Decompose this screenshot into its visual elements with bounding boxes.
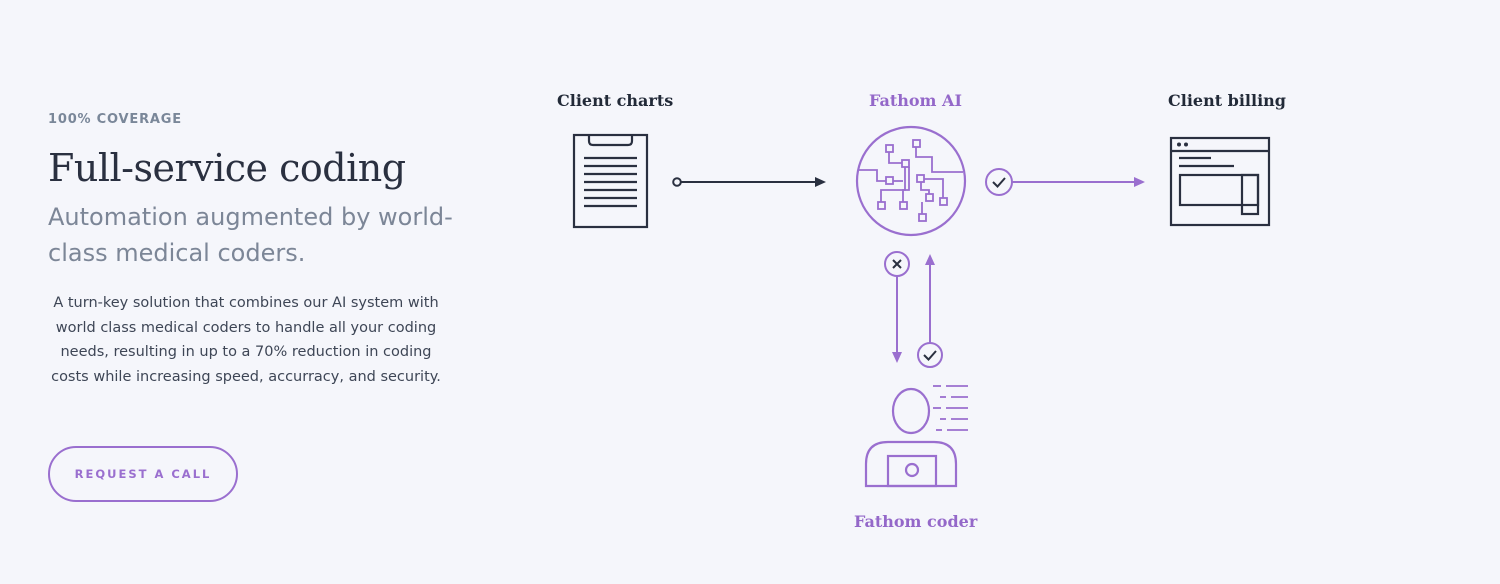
- fathom-ai-label: Fathom AI: [869, 91, 962, 110]
- browser-window-icon: [1169, 136, 1271, 227]
- coder-person-icon: [864, 385, 968, 488]
- reject-icon: [884, 251, 910, 277]
- client-charts-label: Client charts: [557, 91, 674, 110]
- page-title: Full-service coding: [48, 146, 406, 190]
- eyebrow-label: 100% COVERAGE: [48, 112, 182, 127]
- description: A turn-key solution that combines our AI…: [51, 295, 441, 385]
- fathom-coder-label: Fathom coder: [854, 512, 978, 531]
- clipboard-icon: [572, 133, 649, 229]
- arrow-charts-to-ai: [672, 177, 826, 187]
- arrow-ai-to-coder: [892, 276, 902, 363]
- check-icon: [985, 168, 1013, 196]
- ai-circuit-icon: [855, 125, 967, 237]
- client-billing-label: Client billing: [1168, 91, 1286, 110]
- request-call-button[interactable]: REQUEST A CALL: [48, 446, 238, 502]
- arrow-coder-to-ai: [925, 254, 935, 343]
- intro-section: 100% COVERAGE Full-service coding Automa…: [48, 112, 468, 389]
- arrow-ai-to-billing: [1012, 177, 1145, 187]
- subtitle: Automation augmented by world-class medi…: [48, 203, 453, 267]
- check-icon: [917, 342, 943, 368]
